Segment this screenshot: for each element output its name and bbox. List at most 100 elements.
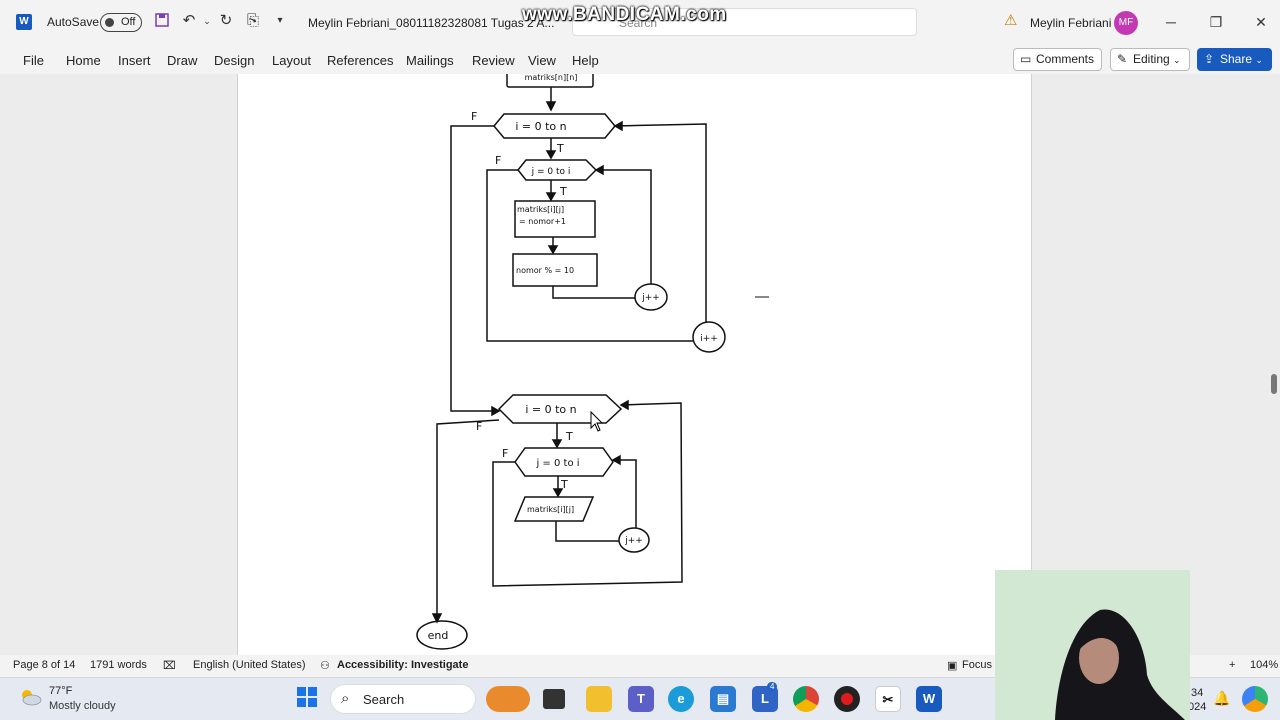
j-increment-text-2: j++ [624, 536, 643, 546]
menu-draw[interactable]: Draw [167, 53, 198, 68]
output-text: matriks[i][j] [527, 505, 574, 514]
chevron-down-icon: ⌄ [1173, 55, 1181, 65]
menu-home[interactable]: Home [66, 53, 101, 68]
mod-text: nomor % = 10 [516, 266, 574, 275]
end-text: end [428, 629, 449, 642]
loop2-inner-decision [514, 447, 614, 477]
document-title[interactable]: Meylin Febriani_08011182328081 Tugas 2 A… [308, 16, 555, 30]
word-taskbar-icon[interactable]: W [916, 686, 942, 712]
i-increment-circle [692, 321, 726, 353]
menu-layout[interactable]: Layout [272, 53, 312, 68]
share-label: Share [1220, 52, 1253, 66]
mod-box [512, 253, 598, 287]
editing-label: Editing [1133, 52, 1170, 66]
menu-review[interactable]: Review [472, 53, 515, 68]
j-increment-text: j++ [641, 293, 660, 303]
vertical-scrollbar[interactable] [1268, 74, 1280, 655]
autosave-state: Off [121, 16, 136, 28]
word-count[interactable]: 1791 words [90, 659, 147, 671]
windows-start-icon[interactable] [294, 686, 320, 712]
focus-icon: ▣ [947, 660, 958, 672]
i-increment-text: i++ [700, 334, 718, 344]
true-label: T [565, 430, 573, 443]
clock[interactable]: :34 024 [1188, 686, 1206, 714]
autosave-label: AutoSave [47, 15, 100, 29]
false-label: F [502, 447, 508, 460]
save-icon[interactable] [153, 12, 171, 30]
autosave-toggle[interactable]: Off [100, 13, 142, 32]
notification-badge: 4 [767, 682, 778, 691]
pencil-icon: ✎ [1117, 52, 1128, 66]
menu-view[interactable]: View [528, 53, 556, 68]
output-box [513, 496, 595, 522]
notification-bell-icon[interactable]: 🔔 [1213, 690, 1231, 706]
cloudy-weather-icon[interactable] [18, 687, 42, 707]
comment-icon: ▭ [1020, 52, 1032, 66]
loop1-outer-text: i = 0 to n [515, 120, 566, 133]
accessibility-icon: ⚇ [320, 660, 330, 672]
edge-icon[interactable]: e [668, 686, 694, 712]
store-icon[interactable]: ▤ [710, 686, 736, 712]
proofing-icon[interactable]: ⌧ [163, 660, 176, 672]
file-explorer-icon[interactable] [586, 686, 612, 712]
search-icon: ⌕ [341, 690, 350, 707]
title-search-box[interactable]: Search [572, 8, 917, 36]
avatar[interactable]: MF [1114, 11, 1138, 35]
menu-design[interactable]: Design [214, 53, 255, 68]
minimize-icon[interactable]: ─ [1166, 14, 1176, 30]
teams-icon[interactable]: T [628, 686, 654, 712]
undo-dropdown-icon[interactable]: ⌄ [203, 16, 211, 26]
record-icon[interactable] [834, 686, 860, 712]
focus-button[interactable]: Focus [962, 659, 992, 671]
assign-box [514, 200, 596, 238]
taskbar-search[interactable]: ⌕ Search [330, 684, 476, 714]
share-icon: ⇪ [1204, 52, 1215, 66]
widgets-icon[interactable] [486, 686, 530, 712]
recording-watermark: www.BANDICAM.com [522, 4, 727, 25]
language-status[interactable]: English (United States) [193, 659, 306, 671]
loop2-inner-text: j = 0 to i [535, 458, 579, 469]
document-page[interactable]: matriks[n][n] i = 0 to n j = 0 to i matr… [237, 74, 1032, 655]
user-name[interactable]: Meylin Febriani [1030, 16, 1112, 30]
j-increment-circle-2 [618, 527, 650, 553]
undo-icon[interactable]: ↶ [182, 12, 196, 29]
scrollbar-thumb[interactable] [1271, 374, 1277, 394]
restore-icon[interactable]: ❐ [1209, 14, 1223, 30]
capcut-icon[interactable]: ✂ [875, 686, 901, 712]
customize-toolbar-icon[interactable]: ▾ [277, 15, 283, 26]
copilot-icon[interactable] [1242, 686, 1268, 712]
task-view-icon[interactable] [543, 689, 565, 709]
status-bar: Page 8 of 14 1791 words ⌧ English (Unite… [0, 655, 1280, 677]
chrome-icon[interactable] [793, 686, 819, 712]
webcam-overlay [995, 570, 1190, 720]
search-placeholder: Search [619, 16, 658, 30]
editing-button[interactable]: ✎ Editing ⌄ [1110, 48, 1190, 71]
true-label: T [559, 185, 567, 198]
menu-help[interactable]: Help [572, 53, 599, 68]
copy-icon[interactable]: ⎘ [246, 12, 259, 29]
clock-time: :34 [1188, 687, 1204, 699]
menu-references[interactable]: References [327, 53, 394, 68]
end-terminal [416, 620, 468, 650]
assign-text-2: = nomor+1 [519, 217, 566, 226]
clock-date: 024 [1188, 701, 1207, 713]
warning-icon[interactable]: ⚠ [1004, 12, 1018, 29]
page-count[interactable]: Page 8 of 14 [13, 659, 76, 671]
share-button[interactable]: ⇪ Share ⌄ [1197, 48, 1272, 71]
accessibility-status[interactable]: Accessibility: Investigate [337, 659, 469, 671]
zoom-level[interactable]: 104% [1250, 659, 1279, 671]
weather-temperature[interactable]: 77°F [49, 685, 73, 697]
comments-label: Comments [1036, 52, 1095, 66]
menu-file[interactable]: File [23, 53, 44, 68]
presenter-video-image [995, 570, 1190, 720]
close-icon[interactable]: ✕ [1255, 14, 1267, 30]
weather-description[interactable]: Mostly cloudy [49, 700, 116, 712]
true-label: T [556, 142, 564, 155]
menu-insert[interactable]: Insert [118, 53, 151, 68]
comments-button[interactable]: ▭ Comments [1013, 48, 1102, 71]
redo-icon[interactable]: ↻ [219, 12, 233, 29]
word-app-icon: W [16, 14, 32, 30]
menu-mailings[interactable]: Mailings [406, 53, 454, 68]
zoom-in-icon[interactable]: + [1229, 659, 1236, 671]
true-label: T [560, 478, 568, 491]
